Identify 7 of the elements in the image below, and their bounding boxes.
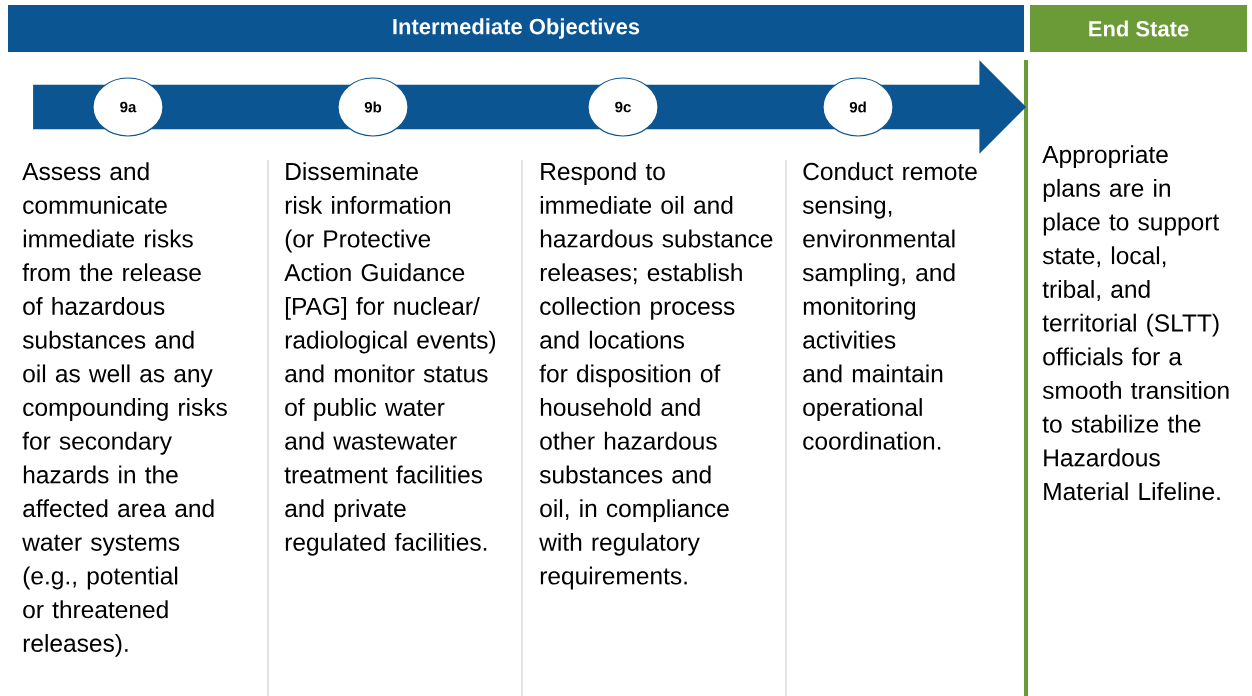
- objective-text: Respond to immediate oil and hazardous substance releases; establish collection process and locations for disposition of household and other hazardous substances and oil, in compliance with regulatory requirements.: [539, 162, 773, 590]
- end-state-text: Appropriate plans are in place to support state, local, tribal, and territorial (SLTT) officials for a smooth transition to stabilize the Hazardous Material Lifeline.: [1042, 145, 1229, 501]
- objective-text: Assess and communicate immediate risks from the release of hazardous substances and oil as well as any compounding risks for secondary hazards in the affected area and water systems (e.g., potential or threatened releases).: [22, 162, 227, 657]
- objective-text: Conduct remote sensing, environmental sampling, and monitoring activities and maintain operational coordination.: [802, 162, 977, 450]
- objective-text: Disseminate risk information (or Protective Action Guidance [PAG] for nuclear/ radiological events) and monitor status of public water and wastewater treatment facilities and private regulated facilities.: [284, 162, 496, 556]
- header-band: Intermediate Objectives: [8, 5, 1024, 52]
- header-band: End State: [1030, 5, 1247, 52]
